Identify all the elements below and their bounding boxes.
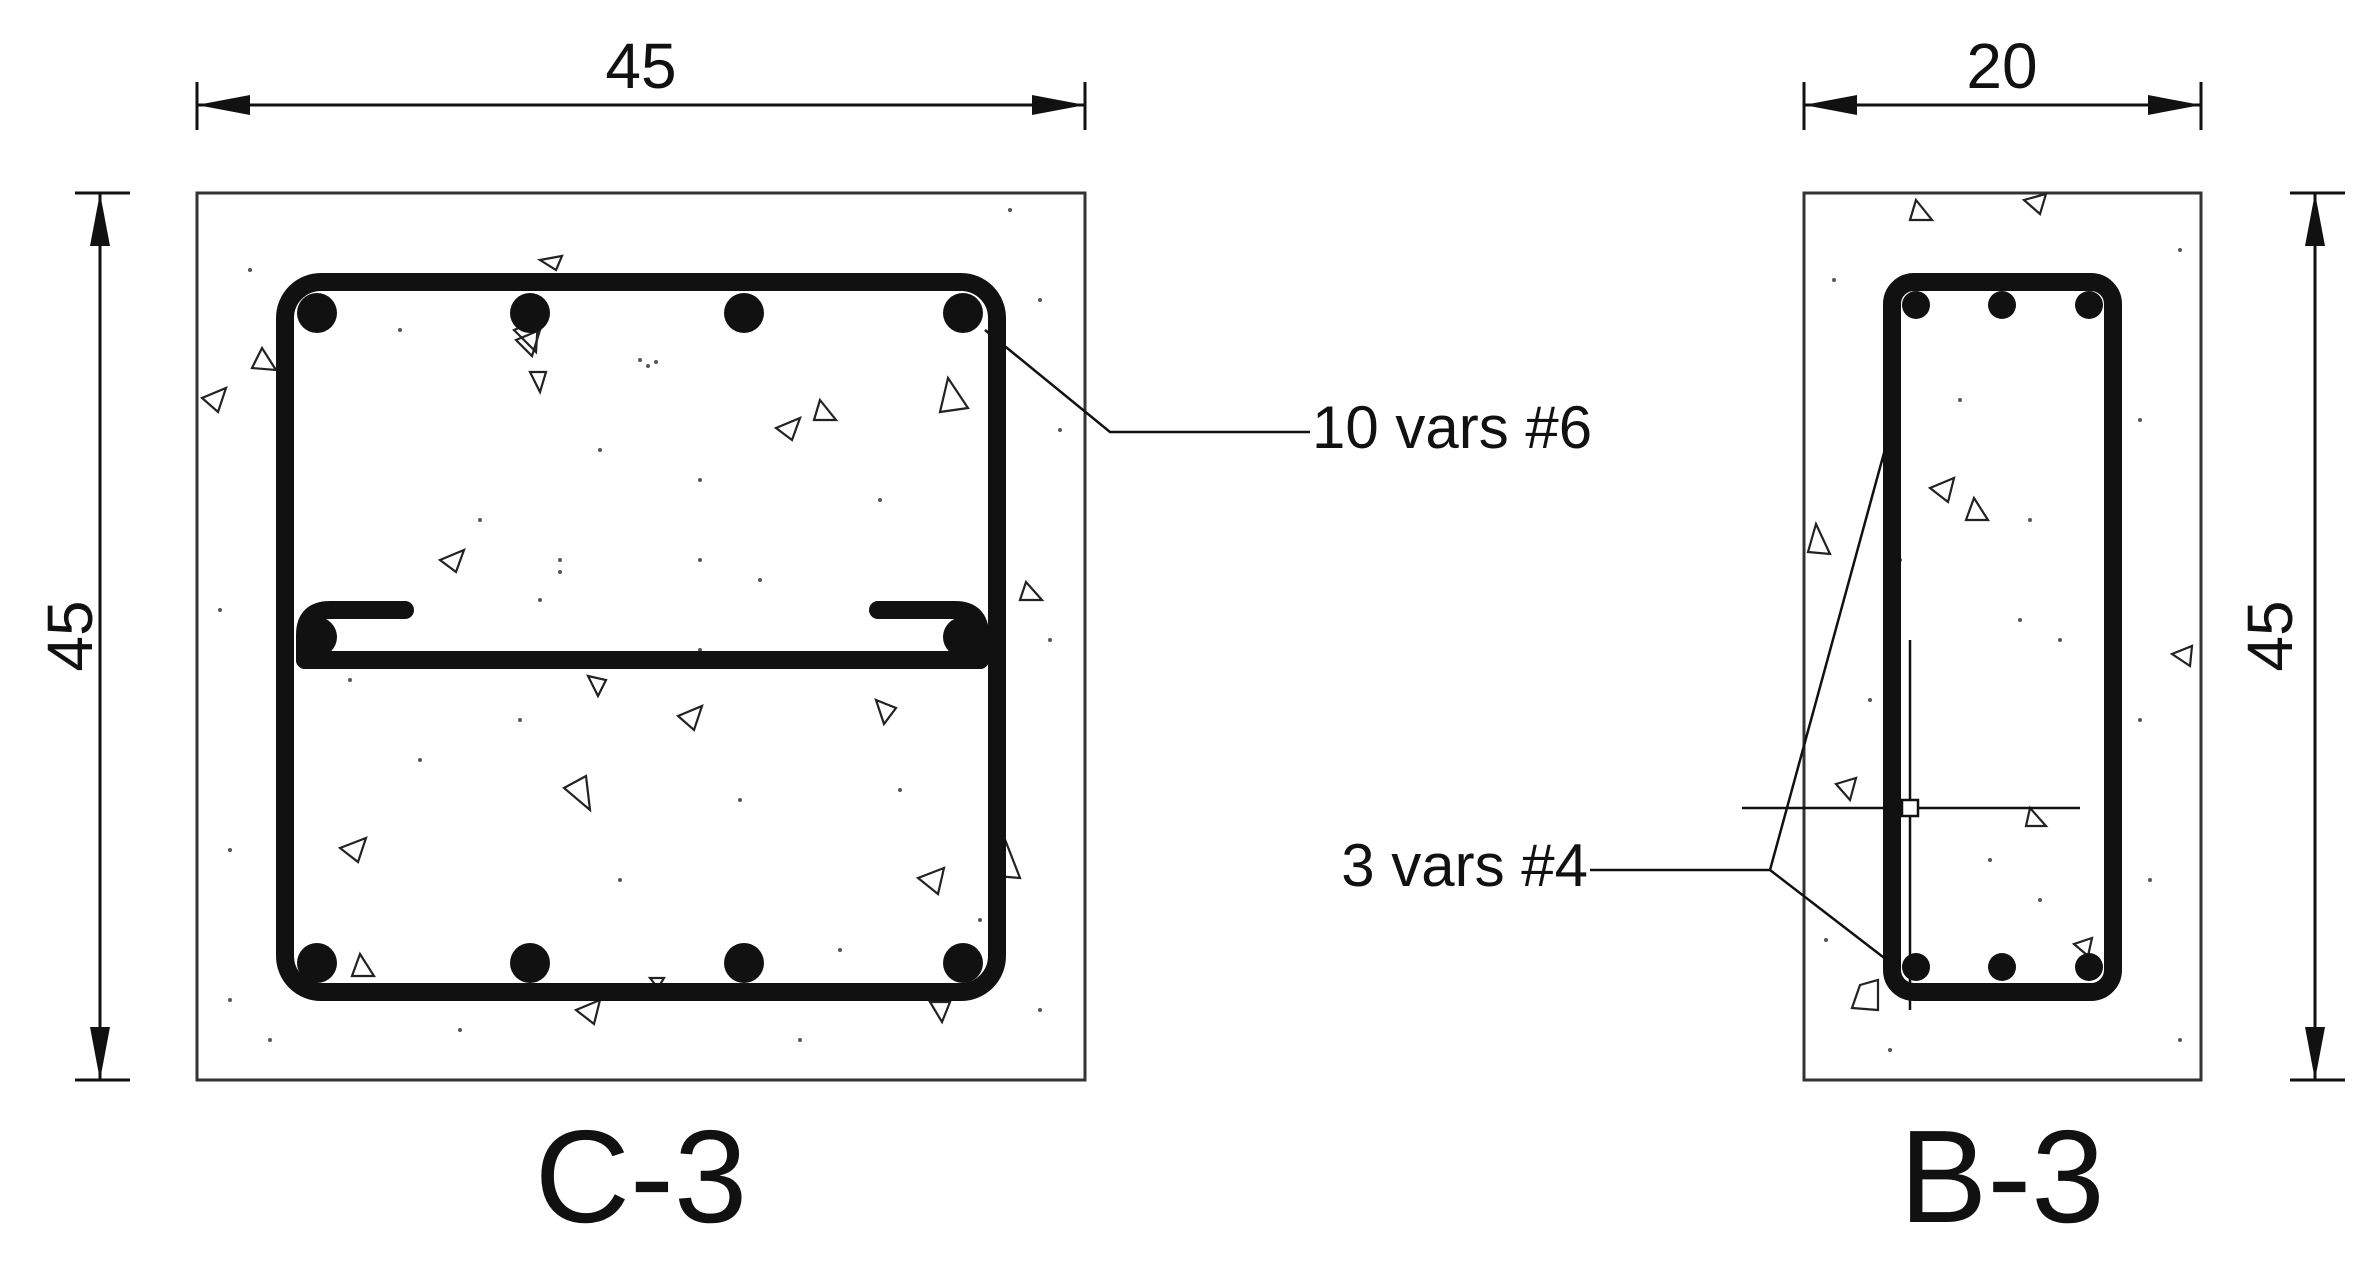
c3-concrete-outline — [195, 191, 1087, 1082]
c3-height-dimension: 45 — [34, 191, 130, 1082]
b3-concrete-outline — [1802, 191, 2203, 1082]
section-b3: 20 45 — [1341, 30, 2345, 1250]
b3-height-dimension: 45 — [2234, 191, 2345, 1082]
rebar — [510, 943, 550, 983]
rebar — [724, 293, 764, 333]
c3-section-title: C-3 — [535, 1103, 748, 1250]
b3-width-dimension: 20 — [1802, 30, 2203, 130]
rebar — [1988, 953, 2016, 981]
rebar — [943, 943, 983, 983]
c3-callout-label: 10 vars #6 — [1312, 394, 1592, 461]
rebar — [297, 293, 337, 333]
b3-width-label: 20 — [1966, 30, 2037, 102]
rebar — [2075, 953, 2103, 981]
c3-width-dimension: 45 — [195, 30, 1087, 130]
rebar — [297, 943, 337, 983]
b3-callout-label: 3 vars #4 — [1341, 832, 1588, 899]
c3-aggregate-pattern — [199, 254, 1045, 1026]
rebar — [943, 617, 983, 657]
b3-callout: 3 vars #4 — [1341, 419, 1897, 968]
c3-callout: 10 vars #6 — [984, 329, 1592, 461]
crosshair-cursor-icon — [1742, 640, 2080, 1010]
rebar — [1902, 291, 1930, 319]
rebar — [2075, 291, 2103, 319]
section-c3: 45 45 — [34, 30, 1592, 1250]
rebar — [1988, 291, 2016, 319]
b3-longitudinal-bars — [1902, 291, 2103, 981]
b3-stipple-dots — [1824, 248, 2182, 1052]
b3-stirrup — [1883, 273, 2122, 1001]
b3-height-label: 45 — [2234, 600, 2306, 671]
rebar — [297, 617, 337, 657]
c3-crosstie — [296, 601, 989, 669]
b3-section-title: B-3 — [1899, 1103, 2104, 1250]
c3-stipple-dots — [218, 208, 1062, 1042]
rebar — [1902, 953, 1930, 981]
c3-longitudinal-bars — [297, 293, 983, 983]
c3-height-label: 45 — [34, 600, 106, 671]
rebar — [510, 293, 550, 333]
rebar — [724, 943, 764, 983]
c3-outer-stirrup — [276, 273, 1006, 1001]
c3-width-label: 45 — [605, 30, 676, 102]
rebar — [943, 293, 983, 333]
b3-aggregate-pattern — [1806, 192, 2194, 1012]
